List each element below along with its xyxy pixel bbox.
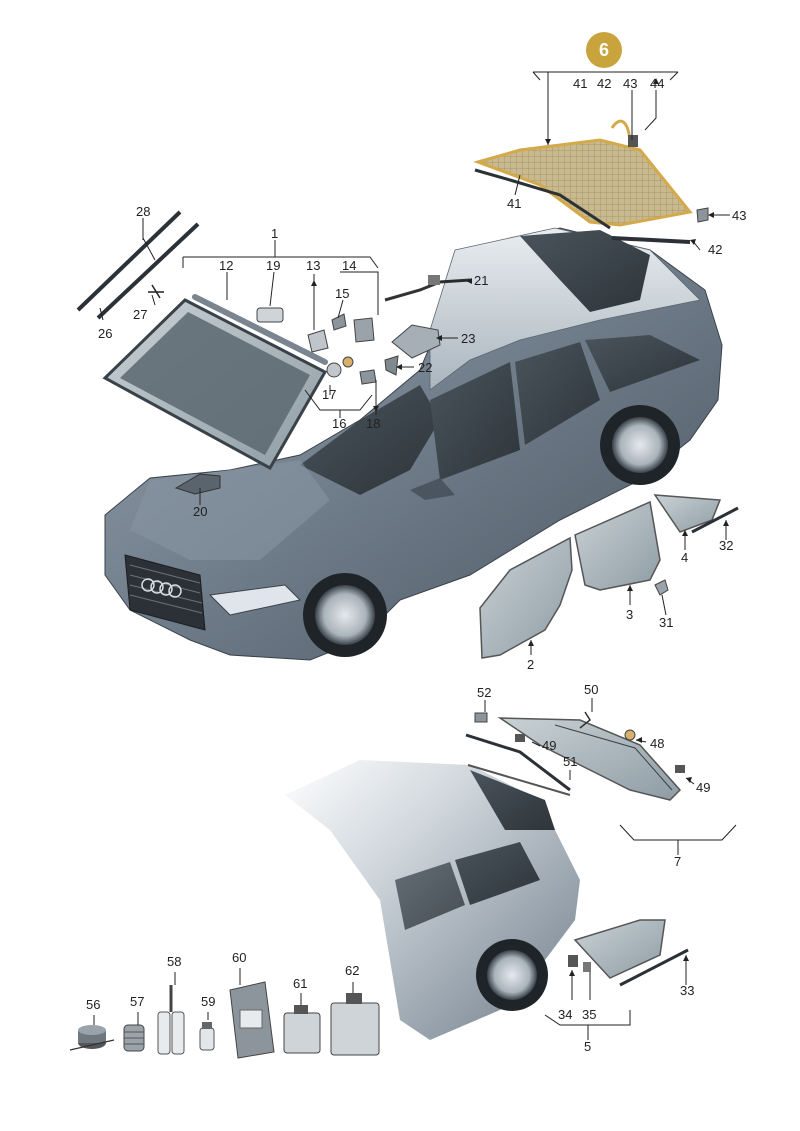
part-2-front-door-glass	[479, 536, 573, 659]
part-58-adhesive	[157, 985, 185, 1055]
callout-labels: 41 42 43 44 41 43 42 28 1 12 19 13 14 15…	[86, 76, 746, 1054]
label-32: 32	[719, 538, 733, 553]
part-57-cord	[123, 1024, 145, 1052]
section-badge	[586, 32, 622, 68]
label-42: 42	[708, 242, 722, 257]
label-43: 43	[732, 208, 746, 223]
label-42-top: 42	[597, 76, 611, 91]
part-4-quarter-glass	[653, 494, 722, 533]
label-57: 57	[130, 994, 144, 1009]
label-3: 3	[626, 607, 633, 622]
part-56-tape	[69, 1025, 115, 1051]
door-glass-parts	[479, 494, 739, 659]
part-62-container	[330, 993, 380, 1056]
label-2: 2	[527, 657, 534, 672]
arrowheads	[311, 78, 729, 976]
part-17	[326, 362, 342, 378]
label-14: 14	[342, 258, 356, 273]
trim-strips	[76, 210, 200, 320]
windshield-assembly	[102, 294, 328, 471]
part-13	[307, 329, 329, 353]
part-52-cap	[474, 712, 488, 723]
part-21-connector	[428, 275, 440, 285]
part-22	[384, 355, 399, 376]
label-49-a: 49	[542, 738, 556, 753]
label-4: 4	[681, 550, 688, 565]
label-34: 34	[558, 1007, 572, 1022]
label-60: 60	[232, 950, 246, 965]
label-48: 48	[650, 736, 664, 751]
label-1: 1	[271, 226, 278, 241]
label-18: 18	[366, 416, 380, 431]
label-21: 21	[474, 273, 488, 288]
label-41-top: 41	[573, 76, 587, 91]
part-48	[624, 729, 636, 741]
label-27: 27	[133, 307, 147, 322]
label-22: 22	[418, 360, 432, 375]
part-18	[359, 369, 377, 385]
label-5: 5	[584, 1039, 591, 1054]
label-17: 17	[322, 387, 336, 402]
label-33: 33	[680, 983, 694, 998]
audi-rings-icon	[141, 578, 182, 598]
label-26: 26	[98, 326, 112, 341]
part-60-pouch	[229, 981, 275, 1059]
section-badge-text: 6	[599, 40, 609, 60]
part-35	[583, 962, 591, 972]
label-58: 58	[167, 954, 181, 969]
sedan-illustration	[104, 227, 723, 661]
part-61-container	[283, 1005, 321, 1054]
label-19: 19	[266, 258, 280, 273]
part-49-plug-a	[515, 734, 525, 742]
label-52: 52	[477, 685, 491, 700]
label-13: 13	[306, 258, 320, 273]
wagon-quarter-glass	[568, 919, 689, 987]
label-16: 16	[332, 416, 346, 431]
part-49-plug-b	[675, 765, 685, 773]
part-15	[331, 313, 347, 331]
label-44: 44	[650, 76, 664, 91]
rear-heated-window	[473, 119, 709, 244]
wagon-illustration	[285, 760, 580, 1040]
label-49-b: 49	[696, 780, 710, 795]
label-28: 28	[136, 204, 150, 219]
label-31: 31	[659, 615, 673, 630]
label-41: 41	[507, 196, 521, 211]
label-43-top: 43	[623, 76, 637, 91]
label-51: 51	[563, 754, 577, 769]
leader-lines	[93, 71, 737, 1040]
wagon-rear-window	[465, 711, 685, 801]
part-59-bottle	[199, 1022, 215, 1051]
part-31-clip	[654, 579, 669, 596]
part-14	[353, 317, 375, 343]
part-19	[256, 307, 284, 323]
part-16	[342, 356, 354, 368]
part-34	[568, 955, 578, 967]
label-62: 62	[345, 963, 359, 978]
label-35: 35	[582, 1007, 596, 1022]
label-61: 61	[293, 976, 307, 991]
label-15: 15	[335, 286, 349, 301]
part-3-rear-door-glass	[574, 500, 661, 591]
part-20	[174, 473, 221, 495]
label-23: 23	[461, 331, 475, 346]
label-56: 56	[86, 997, 100, 1012]
label-7: 7	[674, 854, 681, 869]
label-12: 12	[219, 258, 233, 273]
consumables	[69, 981, 380, 1059]
label-20: 20	[193, 504, 207, 519]
label-50: 50	[584, 682, 598, 697]
label-59: 59	[201, 994, 215, 1009]
